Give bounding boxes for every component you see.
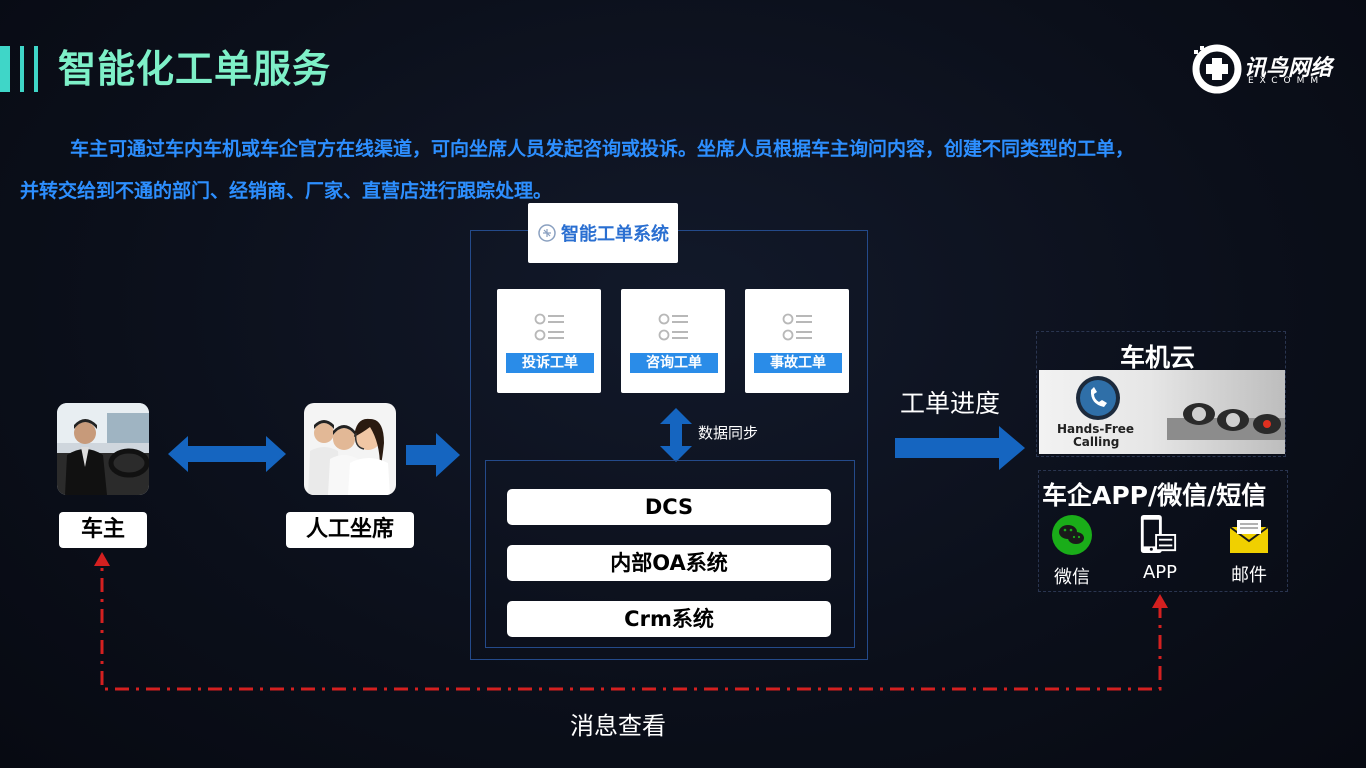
ticket-card-consult: 咨询工单 (621, 289, 725, 393)
channels-panel (1038, 470, 1288, 592)
bidirectional-arrow-icon (168, 436, 286, 472)
hands-free-line-2: Calling (1073, 435, 1120, 449)
ticket-card-complaint: 投诉工单 (497, 289, 601, 393)
page-title: 智能化工单服务 (58, 47, 332, 91)
car-cloud-title: 车机云 (1120, 343, 1196, 372)
wechat-icon (1052, 515, 1092, 555)
car-cloud-panel (1036, 331, 1286, 457)
ticket-tag: 投诉工单 (506, 353, 594, 373)
agent-photo (304, 403, 396, 495)
description: 车主可通过车内车机或车企官方在线渠道，可向坐席人员发起咨询或投诉。坐席人员根据车… (20, 128, 1350, 212)
phone-app-icon (1140, 514, 1177, 554)
right-arrow-icon (406, 433, 460, 477)
data-sync-label: 数据同步 (698, 424, 759, 442)
company-logo: 讯鸟网络 EXCOMM (1192, 44, 1342, 96)
logo-icon (1192, 44, 1242, 94)
channel-label-app: APP (1142, 562, 1178, 583)
system-row-dcs: DCS (507, 489, 831, 525)
hands-free-line-1: Hands-Free (1057, 422, 1135, 436)
list-icon (658, 313, 688, 341)
header-accent-bar (0, 46, 10, 92)
header-accent-bar-thin (34, 46, 38, 92)
ticket-tag: 咨询工单 (630, 353, 718, 373)
ticket-progress-label: 工单进度 (900, 389, 1001, 418)
message-view-label: 消息查看 (570, 712, 666, 740)
ticket-system-title-text: 智能工单系统 (561, 224, 669, 245)
description-line-1: 车主可通过车内车机或车企官方在线渠道，可向坐席人员发起咨询或投诉。坐席人员根据车… (70, 138, 1135, 160)
header-accent-bar-thin (20, 46, 24, 92)
list-icon (534, 313, 564, 341)
logo-text: 讯鸟网络 (1244, 56, 1333, 81)
ticket-tag: 事故工单 (754, 353, 842, 373)
car-owner-label: 车主 (59, 512, 147, 548)
system-row-crm: Crm系统 (507, 601, 831, 637)
brain-icon (538, 224, 556, 242)
mail-icon (1229, 520, 1269, 553)
car-console-buttons-icon (1167, 403, 1285, 440)
hands-free-image: Hands-Free Calling (1039, 370, 1285, 454)
car-owner-photo (57, 403, 149, 495)
channel-label-wechat: 微信 (1054, 567, 1090, 588)
agent-label: 人工坐席 (286, 512, 414, 548)
channels-title: 车企APP/微信/短信 (1042, 481, 1267, 510)
progress-arrow-icon (895, 426, 1025, 470)
vertical-double-arrow-icon (660, 408, 692, 462)
phone-button-icon (1076, 376, 1120, 420)
description-line-2: 并转交给到不通的部门、经销商、厂家、直营店进行跟踪处理。 (20, 180, 553, 202)
system-row-oa: 内部OA系统 (507, 545, 831, 581)
logo-subtext: EXCOMM (1248, 76, 1325, 86)
ticket-system-title: 智能工单系统 (528, 203, 678, 263)
list-icon (782, 313, 812, 341)
ticket-card-accident: 事故工单 (745, 289, 849, 393)
channel-label-mail: 邮件 (1231, 565, 1267, 586)
